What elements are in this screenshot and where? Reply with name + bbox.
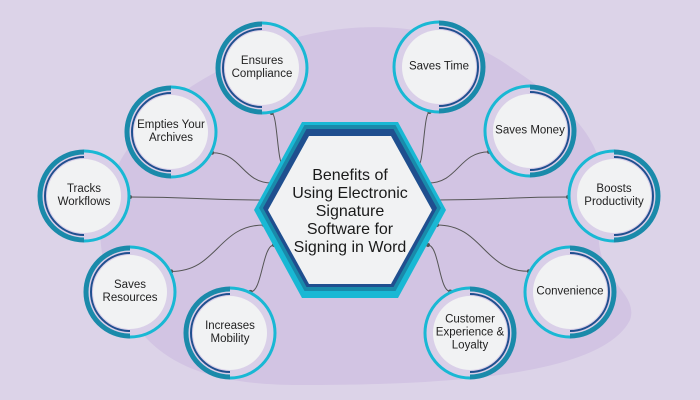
node-circle-convenience	[533, 255, 607, 329]
node-circle-ensures-compliance	[225, 31, 299, 105]
node-ring-teal	[215, 21, 263, 115]
node-circle-saves-time	[402, 30, 476, 104]
connector-line	[171, 224, 265, 272]
central-title: Benefits of Using Electronic Signature S…	[275, 167, 425, 257]
node-circle-boosts-productivity	[577, 159, 651, 233]
node-ring-navy	[529, 91, 570, 171]
node-ring-navy	[469, 293, 510, 373]
node-ring-teal	[469, 286, 517, 380]
node-circle-increases-mobility	[193, 296, 267, 370]
connector-line	[129, 196, 265, 201]
node-ring-navy	[569, 252, 610, 332]
connector-line	[427, 244, 451, 292]
node-circle-empties-your-archives	[134, 95, 208, 169]
node-ring-navy	[222, 28, 263, 108]
title-line: Software for	[306, 221, 394, 238]
node-ring-teal	[569, 245, 617, 339]
connector-line	[436, 224, 529, 272]
node-ring-navy	[44, 156, 85, 236]
node-ring-cyan	[229, 286, 277, 380]
title-line: Using Electronic	[292, 185, 408, 202]
node-label-empties-your-archives: Empties Your Archives	[137, 119, 205, 144]
connector-line	[212, 152, 273, 184]
node-label-saves-money: Saves Money	[495, 124, 565, 137]
node-label-ensures-compliance: Ensures Compliance	[231, 55, 293, 80]
node-circle-saves-money	[493, 94, 567, 168]
node-ring-navy	[438, 27, 479, 107]
node-label-boosts-productivity: Boosts Productivity	[584, 183, 644, 208]
node-label-saves-resources: Saves Resources	[102, 279, 158, 304]
node-label-convenience: Convenience	[536, 285, 604, 298]
node-ring-navy	[131, 92, 172, 172]
node-circle-tracks-workflows	[47, 159, 121, 233]
connector-line	[436, 196, 569, 201]
node-ring-teal	[613, 149, 661, 243]
connector-line	[250, 244, 275, 293]
node-circle-customer-experience-loyalty	[433, 296, 507, 370]
node-ring-cyan	[423, 286, 471, 380]
node-ring-cyan	[129, 245, 177, 339]
node-ring-navy	[90, 252, 131, 332]
node-ring-teal	[83, 245, 131, 339]
node-label-increases-mobility: Increases Mobility	[205, 320, 255, 345]
node-label-tracks-workflows: Tracks Workflows	[57, 183, 111, 208]
connector-line	[427, 151, 490, 184]
node-label-saves-time: Saves Time	[408, 60, 470, 73]
node-ring-cyan	[261, 21, 309, 115]
node-ring-cyan	[523, 245, 571, 339]
title-line: Signature	[315, 203, 385, 220]
hexagon-fill	[268, 136, 432, 284]
node-ring-cyan	[170, 85, 218, 179]
node-ring-teal	[438, 20, 486, 114]
title-line: Benefits of	[312, 167, 388, 184]
node-ring-navy	[190, 293, 231, 373]
node-ring-cyan	[567, 149, 615, 243]
node-ring-teal	[37, 149, 85, 243]
node-ring-cyan	[83, 149, 131, 243]
node-ring-teal	[529, 84, 577, 178]
node-ring-cyan	[483, 84, 531, 178]
node-ring-cyan	[392, 20, 440, 114]
node-ring-teal	[124, 85, 172, 179]
title-line: Signing in Word	[293, 239, 407, 256]
node-ring-navy	[613, 156, 654, 236]
node-circle-saves-resources	[93, 255, 167, 329]
node-ring-teal	[183, 286, 231, 380]
node-label-customer-experience-loyalty: Customer Experience & Loyalty	[435, 313, 505, 352]
